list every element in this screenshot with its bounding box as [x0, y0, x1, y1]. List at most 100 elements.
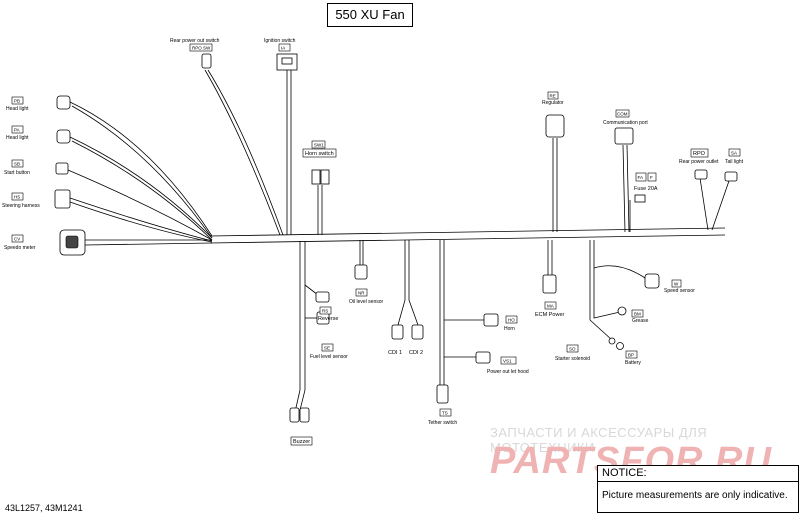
connector-tether-switch: [436, 384, 449, 404]
svg-text:BP: BP: [628, 353, 634, 358]
label-cdi2: CDI 2: [409, 350, 423, 356]
label-speed-sensor: W Speed sensor: [664, 279, 695, 294]
svg-text:PB: PB: [14, 99, 20, 104]
label-steering-harness: HS Steering harness: [2, 192, 40, 209]
label-reverse: RS Reverse: [318, 306, 338, 322]
svg-text:Communication port: Communication port: [603, 120, 648, 126]
connector-regulator: [545, 114, 565, 138]
svg-text:Grease: Grease: [632, 318, 649, 324]
label-head-light-1: PB Head light: [6, 96, 29, 112]
svg-text:CDI 2: CDI 2: [409, 350, 423, 356]
svg-text:RPO: RPO: [693, 151, 706, 157]
connector-cdi2: [411, 324, 424, 340]
svg-text:Horn: Horn: [504, 326, 515, 332]
label-grease: BM Grease: [631, 309, 649, 324]
svg-text:HS: HS: [14, 195, 20, 200]
connector-grease: [617, 306, 627, 316]
connector-rear-power-outlet: [694, 169, 708, 180]
label-tail-light: SA Tail light: [725, 148, 744, 165]
connector-steering-harness: [54, 189, 71, 209]
connector-tail-light: [724, 171, 738, 182]
svg-text:Starter solenoid: Starter solenoid: [555, 356, 590, 362]
svg-text:TS: TS: [442, 411, 448, 416]
connector-head-light-1: [56, 95, 71, 110]
svg-text:ECM Power: ECM Power: [535, 312, 565, 318]
label-horn-switch: SW1 Horn switch: [302, 140, 337, 158]
svg-text:Oil level sensor: Oil level sensor: [349, 299, 384, 305]
label-horn: HO Horn: [504, 315, 518, 332]
svg-text:Steering harness: Steering harness: [2, 203, 40, 209]
svg-text:Power out let hood: Power out let hood: [487, 369, 529, 375]
part-code: 43L1257, 43M1241: [5, 503, 83, 513]
svg-text:CV: CV: [14, 237, 20, 242]
connector-power-out-hood: [475, 351, 491, 364]
svg-text:RPO SW: RPO SW: [192, 46, 211, 51]
connector-ignition-switch: [276, 53, 298, 71]
notice-box: NOTICE: Picture measurements are only in…: [597, 465, 799, 513]
svg-text:NR: NR: [358, 291, 365, 296]
svg-text:Reverse: Reverse: [318, 316, 338, 322]
label-communication-port: COM Communication port: [603, 109, 648, 126]
svg-text:MA: MA: [547, 304, 554, 309]
label-starter-solenoid: SO Starter solenoid: [555, 344, 590, 362]
connector-horn: [483, 313, 499, 327]
notice-body: Picture measurements are only indicative…: [602, 490, 788, 501]
right-upper-branch-wires: [552, 138, 731, 233]
connector-horn-switch: [311, 169, 330, 185]
svg-text:Battery: Battery: [625, 360, 641, 366]
label-battery: BP Battery: [625, 350, 641, 366]
svg-text:RE: RE: [550, 94, 556, 99]
connector-communication-port: [614, 127, 634, 145]
label-fuse: FA F Fuse 20A: [634, 172, 658, 192]
connector-ecm-power: [542, 274, 557, 294]
svg-text:Head light: Head light: [6, 135, 29, 141]
svg-text:Horn switch: Horn switch: [305, 151, 334, 157]
connector-battery: [616, 342, 624, 350]
label-regulator: RE Regulator: [542, 91, 564, 106]
svg-text:SO: SO: [569, 347, 576, 352]
svg-text:Buzzer: Buzzer: [293, 439, 310, 445]
connector-speedo-meter: [59, 229, 86, 256]
label-head-light-2: PA Head light: [6, 125, 29, 141]
svg-text:Tail light: Tail light: [725, 159, 744, 165]
svg-text:Start button: Start button: [4, 170, 30, 176]
diagram-title: 550 XU Fan: [327, 3, 413, 27]
label-rear-power-switch: Rear power out switch RPO SW: [170, 38, 220, 52]
svg-text:BM: BM: [634, 312, 641, 317]
label-power-out-hood: VS1 Power out let hood: [487, 356, 529, 375]
connector-starter-solenoid: [608, 337, 616, 345]
svg-text:Fuse 20A: Fuse 20A: [634, 186, 658, 192]
watermark-subtitle: ЗАПЧАСТИ И АКСЕССУАРЫ ДЛЯ МОТОТЕХНИКИ: [490, 425, 708, 455]
lower-branch-wires: [294, 240, 649, 413]
svg-text:Rear power out switch: Rear power out switch: [170, 38, 220, 44]
label-tether-switch: TS Tether switch: [428, 408, 457, 426]
svg-text:PA: PA: [14, 128, 20, 133]
svg-text:SE: SE: [324, 346, 330, 351]
main-harness-trunk: [209, 227, 726, 390]
label-oil-level-sensor: NR Oil level sensor: [349, 288, 384, 305]
connector-fuse: [634, 194, 646, 203]
notice-heading: NOTICE:: [598, 466, 798, 482]
svg-text:Head light: Head light: [6, 106, 29, 112]
svg-text:HO: HO: [508, 318, 515, 323]
label-speedo-meter: CV Speedo meter: [4, 234, 36, 251]
svg-text:Rear power outlet: Rear power outlet: [679, 159, 719, 165]
svg-text:CDI 1: CDI 1: [388, 350, 402, 356]
connector-speed-sensor: [644, 273, 660, 289]
connector-oil-level-sensor: [354, 264, 368, 280]
svg-text:SW1: SW1: [314, 143, 324, 148]
label-buzzer: Buzzer: [290, 436, 313, 446]
label-ignition-switch: Ignition switch IA: [264, 38, 296, 52]
connector-cdi1: [391, 324, 404, 340]
connector-head-light-2: [56, 129, 71, 144]
svg-text:Ignition switch: Ignition switch: [264, 38, 296, 44]
svg-text:Tether switch: Tether switch: [428, 420, 457, 426]
label-cdi1: CDI 1: [388, 350, 402, 356]
svg-text:F: F: [650, 175, 653, 180]
connector-buzzer: [289, 407, 310, 423]
svg-text:Speedo meter: Speedo meter: [4, 245, 36, 251]
svg-text:RS: RS: [322, 309, 328, 314]
label-fuel-level-sensor: SE Fuel level sensor: [310, 343, 348, 360]
connector-start-button: [55, 162, 69, 175]
